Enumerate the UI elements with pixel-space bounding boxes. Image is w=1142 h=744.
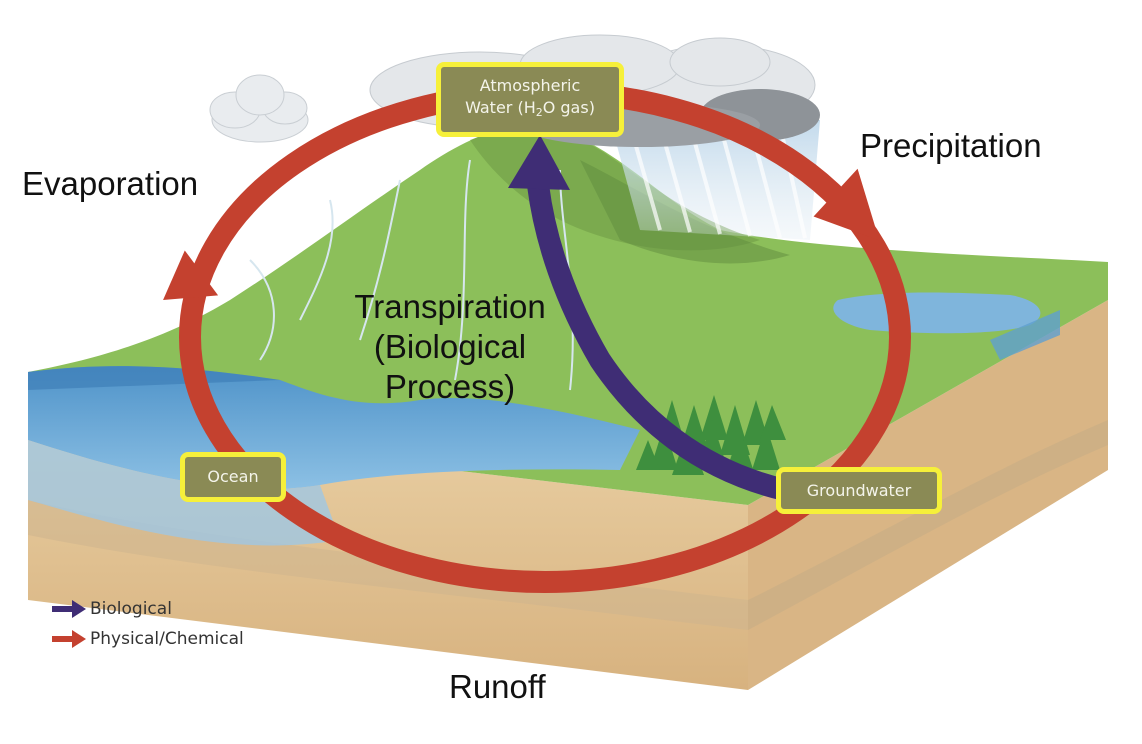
red-arrow-icon (52, 630, 86, 648)
ocean-box: Ocean (180, 452, 286, 502)
label-transpiration-line3: Process) (384, 368, 516, 405)
legend-biological-label: Biological (90, 599, 172, 619)
label-transpiration-line1: Transpiration (354, 288, 546, 325)
label-runoff: Runoff (449, 668, 546, 705)
atmospheric-subscript: 2 (535, 106, 543, 119)
groundwater-box: Groundwater (776, 467, 942, 514)
cloud-small (209, 74, 309, 143)
atmospheric-line2: Water (H2O gas) (465, 97, 595, 124)
label-transpiration-line2: (Biological (373, 328, 527, 365)
ocean-box-label: Ocean (207, 467, 259, 486)
legend-biological: Biological (52, 599, 172, 619)
legend-physical-label: Physical/Chemical (90, 629, 244, 649)
label-evaporation: Evaporation (22, 165, 199, 202)
evaporation-arrowhead (163, 250, 219, 300)
lake (833, 292, 1060, 360)
biological-transpiration-arrow (508, 135, 788, 501)
legend-physical: Physical/Chemical (52, 629, 244, 649)
purple-arrow-icon (52, 600, 86, 618)
atmospheric-line1: Atmospheric (479, 76, 581, 95)
precipitation-arrowhead (813, 168, 880, 241)
atmospheric-line2-pre: Water (H (465, 98, 536, 117)
transpiration-arrowhead (508, 135, 570, 190)
atmospheric-water-box: Atmospheric Water (H2O gas) (436, 62, 624, 137)
label-transpiration: Transpiration (Biological Process) (344, 287, 556, 407)
label-precipitation: Precipitation (860, 127, 1042, 164)
atmospheric-line2-post: O gas) (542, 98, 595, 117)
groundwater-box-label: Groundwater (806, 480, 912, 500)
